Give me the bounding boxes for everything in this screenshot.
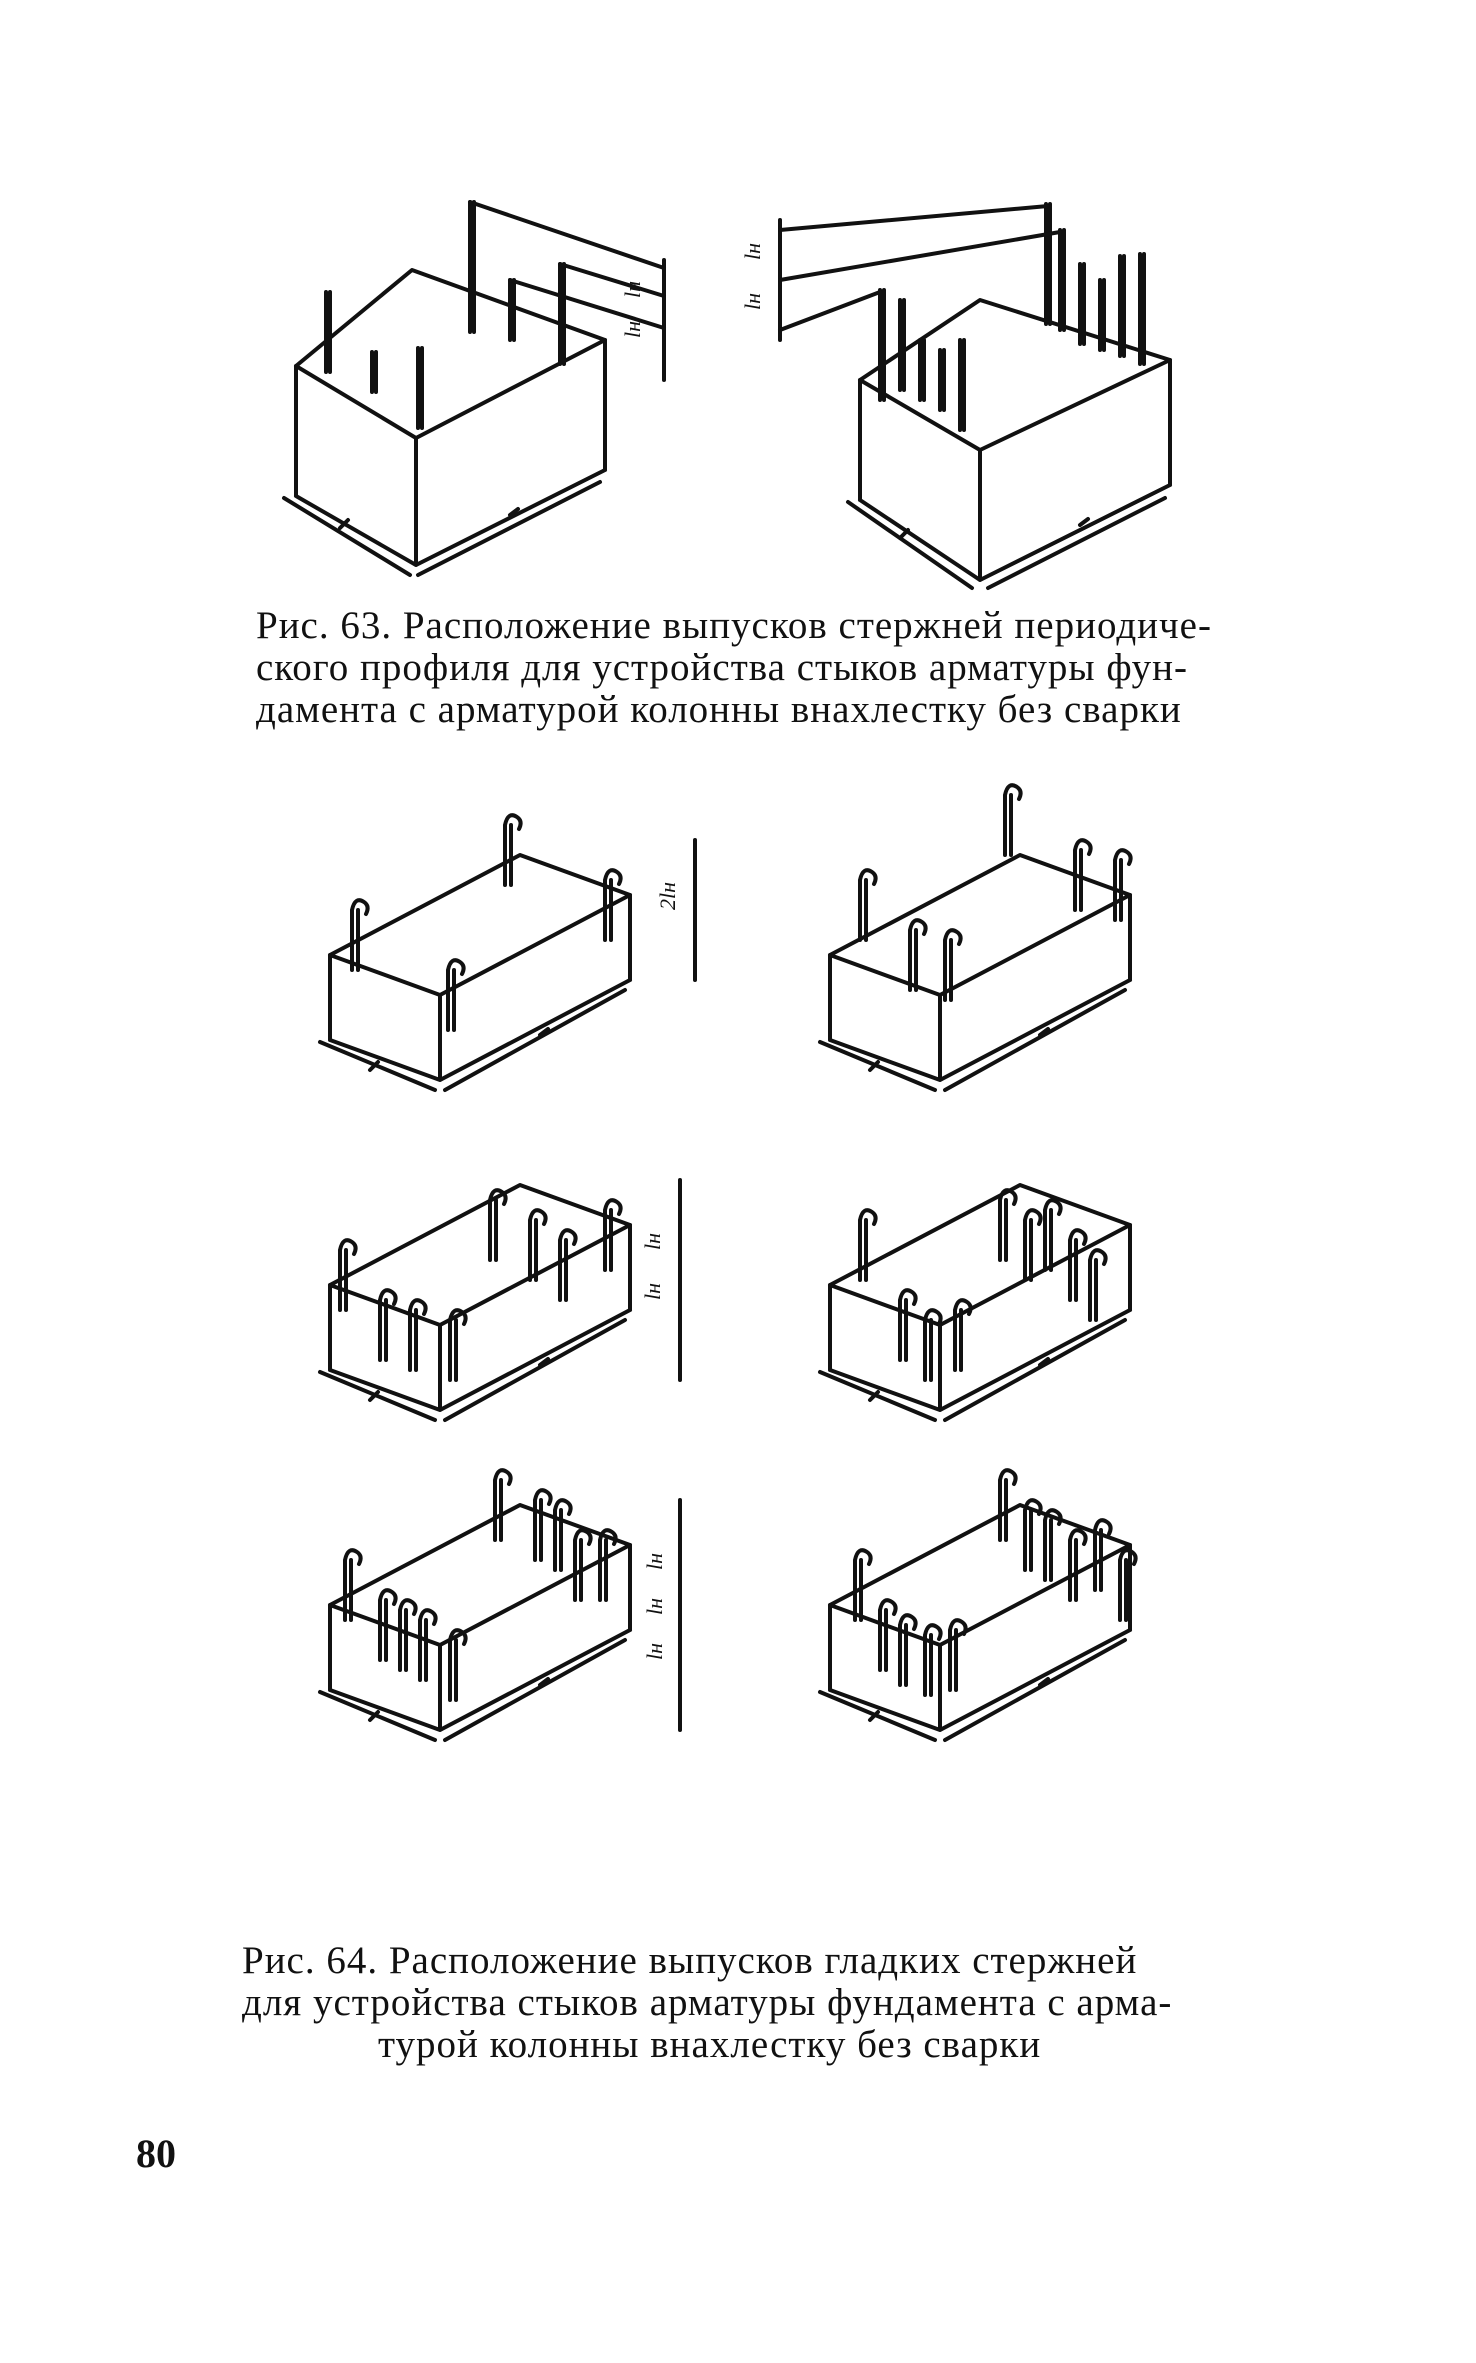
- fig64-dim-label-5: lн: [642, 1598, 667, 1615]
- figure-63-caption-line-3: дамента с арматурой колонны внахлестку б…: [256, 688, 1182, 731]
- fig64-dim-label-3: lн: [640, 1283, 665, 1300]
- page-number: 80: [136, 2131, 176, 2176]
- figure-63-drawing: lн lн lн lн: [260, 180, 1240, 600]
- fig64-dim-label-2: lн: [640, 1233, 665, 1250]
- fig63-right-block: [778, 202, 1172, 590]
- fig63-right-dims: lн lн: [740, 243, 765, 310]
- figure-64-svg: 2lн lн lн: [318, 783, 1138, 1742]
- fig63-dim-label-2: lн: [620, 321, 645, 338]
- fig63-dim-label-4: lн: [740, 293, 765, 310]
- figure-63-caption-line-1: Рис. 63. Расположение выпусков стержней …: [256, 604, 1212, 647]
- fig64-block-2: [818, 783, 1133, 1092]
- figure-64-caption-line-2: для устройства стыков арматуры фундамент…: [242, 1981, 1173, 2024]
- fig64-dim-label-1: 2lн: [655, 882, 680, 910]
- fig64-dim-label-4: lн: [642, 1553, 667, 1570]
- fig64-block-5: [318, 1468, 682, 1742]
- fig64-block-6: [818, 1468, 1138, 1742]
- fig64-block-3-dims: lн lн: [640, 1233, 665, 1300]
- fig63-dim-label-1: lн: [620, 281, 645, 298]
- fig63-left-dims: lн lн: [620, 281, 645, 338]
- figure-64-caption-line-1: Рис. 64. Расположение выпусков гладких с…: [242, 1939, 1138, 1982]
- figure-63-caption: Рис. 63. Расположение выпусков стержней …: [256, 605, 1212, 731]
- figure-63-svg: lн lн lн lн: [282, 200, 1172, 590]
- fig63-left-block: [282, 200, 666, 577]
- figure-64-caption-line-3: турой колонны внахлестку без сварки: [378, 2023, 1042, 2066]
- fig64-block-3: [318, 1178, 682, 1422]
- figure-64-caption: Рис. 64. Расположение выпусков гладких с…: [242, 1940, 1172, 2066]
- figure-64-drawing: 2lн lн lн: [300, 780, 1220, 1930]
- fig64-block-4: [818, 1183, 1132, 1422]
- fig64-dim-label-6: lн: [642, 1643, 667, 1660]
- fig63-dim-label-3: lн: [740, 243, 765, 260]
- fig64-block-1: [318, 813, 697, 1092]
- fig64-block-5-dims: lн lн lн: [642, 1553, 667, 1660]
- figure-63-caption-line-2: ского профиля для устройства стыков арма…: [256, 646, 1188, 689]
- fig64-block-1-dims: 2lн: [655, 882, 680, 910]
